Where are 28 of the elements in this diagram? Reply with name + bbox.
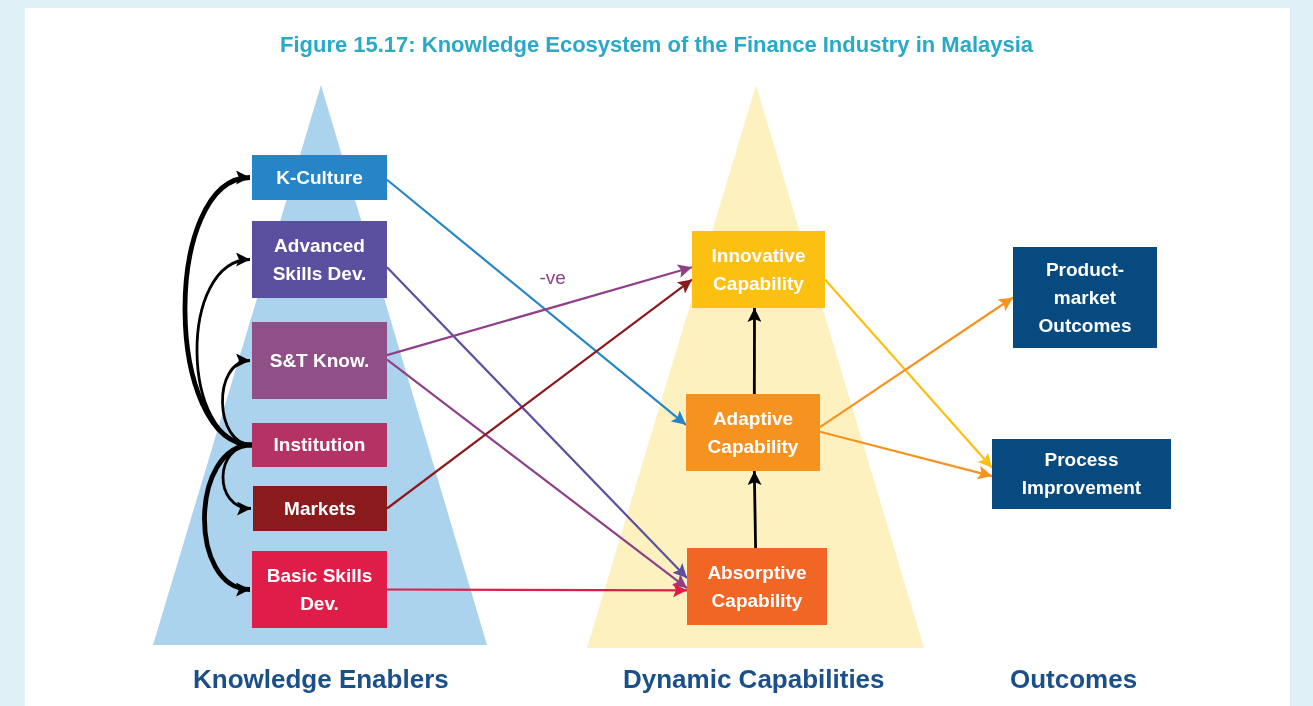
- process-box: Product- market Outcomes: [1013, 247, 1157, 348]
- arrow: [386, 264, 693, 357]
- arrow: [824, 278, 993, 469]
- arrow: [747, 470, 762, 549]
- process-box: Basic Skills Dev.: [252, 551, 387, 628]
- process-box: Process Improvement: [992, 439, 1171, 509]
- process-box: K-Culture: [252, 155, 387, 200]
- arrow: [387, 583, 687, 598]
- arrow: [819, 430, 993, 480]
- arrow: [386, 358, 688, 589]
- process-box: Innovative Capability: [692, 231, 825, 308]
- process-box: Adaptive Capability: [686, 394, 820, 471]
- column-heading: Knowledge Enablers: [193, 664, 449, 695]
- process-box: S&T Know.: [252, 322, 387, 399]
- arrow: [386, 178, 687, 426]
- process-box: Markets: [253, 486, 387, 531]
- arrow: [182, 174, 253, 448]
- arrow: [819, 296, 1014, 429]
- process-box: Advanced Skills Dev.: [252, 221, 387, 298]
- process-box: Absorptive Capability: [687, 548, 827, 625]
- arrow: [386, 266, 688, 579]
- arrow: [747, 308, 762, 394]
- figure-title: Figure 15.17: Knowledge Ecosystem of the Finance Industry in Malaysia: [278, 32, 1035, 58]
- arrow: [202, 442, 253, 594]
- arrow: [386, 278, 693, 510]
- column-heading: Dynamic Capabilities: [623, 664, 885, 695]
- column-heading: Outcomes: [1010, 664, 1138, 695]
- process-box: Institution: [252, 423, 387, 467]
